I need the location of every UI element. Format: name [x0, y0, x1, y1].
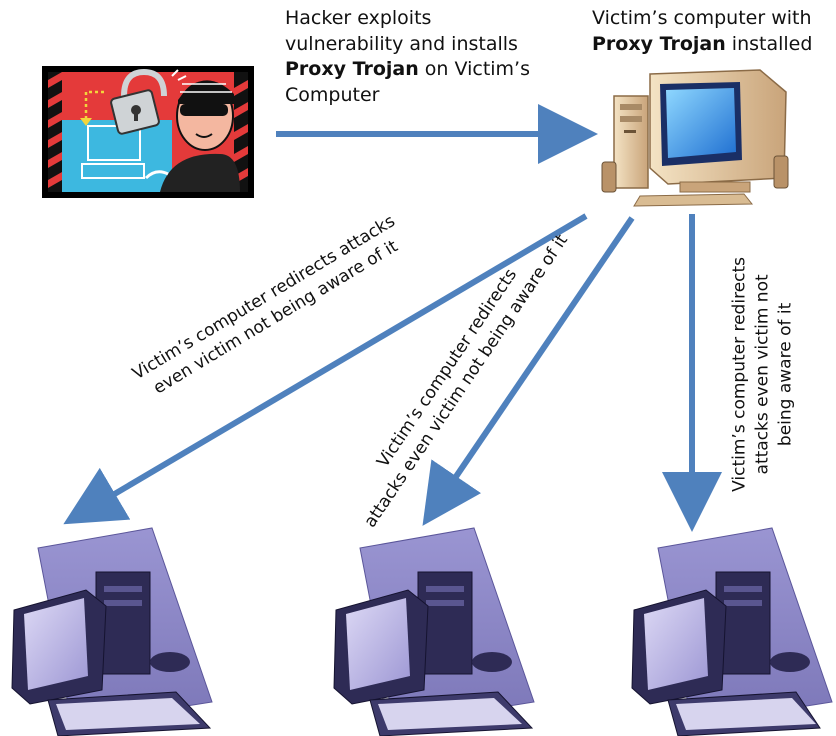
redirect-label-right-line2: attacks even victim not: [752, 274, 773, 475]
target-computer-left: [11, 527, 213, 736]
install-caption-line2: vulnerability and installs: [285, 32, 518, 55]
redirect-arrow-left: [63, 213, 588, 525]
install-caption-line4: Computer: [285, 83, 380, 106]
victim-caption-line2: installed: [725, 32, 813, 55]
victim-caption-line1: Victim’s computer with: [592, 7, 812, 29]
proxy-trojan-term: Proxy Trojan: [285, 58, 419, 81]
arrows: [63, 104, 722, 532]
proxy-trojan-term-2: Proxy Trojan: [592, 32, 726, 55]
install-caption-line1: Hacker exploits: [285, 7, 432, 29]
target-computer-right: [631, 527, 833, 736]
install-caption: Hacker exploits vulnerability and instal…: [285, 6, 530, 109]
victim-caption: Victim’s computer with Proxy Trojan inst…: [592, 6, 812, 57]
install-caption-line3: on Victim’s: [418, 58, 530, 81]
redirect-label-right-line3: being aware of it: [775, 302, 796, 447]
victim-computer-illustration: [601, 69, 789, 207]
redirect-arrow-middle: [422, 216, 635, 526]
hacker-illustration: [42, 66, 254, 198]
redirect-label-right: Victim’s computer redirects attacks even…: [729, 239, 798, 509]
target-computer-middle: [333, 527, 535, 736]
redirect-label-right-line1: Victim’s computer redirects: [729, 256, 750, 492]
